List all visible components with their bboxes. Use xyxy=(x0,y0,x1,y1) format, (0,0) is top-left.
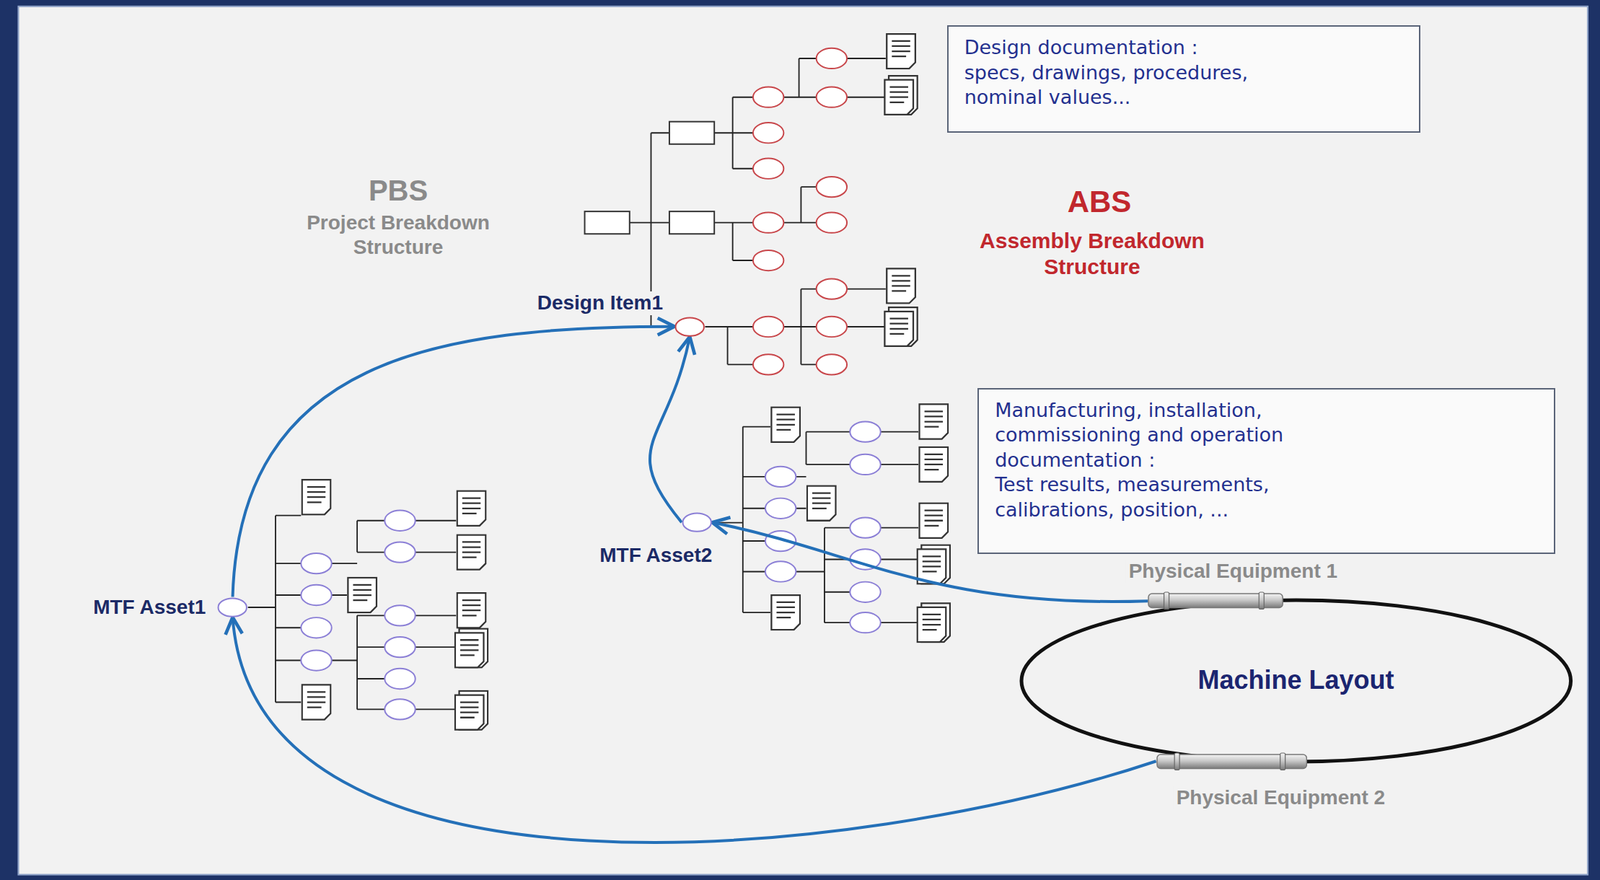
asset1-tree-lines xyxy=(248,515,457,710)
node-circle xyxy=(217,597,248,618)
equipment-symbol xyxy=(1147,591,1284,610)
abs-tree-lines xyxy=(629,58,886,365)
asset2-tree-lines xyxy=(711,427,919,624)
callout-heading: Manufacturing, installation, commissioni… xyxy=(994,398,1338,474)
equipment-flange xyxy=(1174,753,1180,770)
equipment-node: Physical Equipment 2 xyxy=(1156,752,1308,771)
asset-node: MTF Asset2 xyxy=(681,512,712,533)
link-arrow xyxy=(649,336,690,523)
pbs-abbrev: PBS xyxy=(289,173,507,208)
asset1-circles xyxy=(300,510,415,720)
asset2-circles xyxy=(765,422,881,634)
equipment-label: Physical Equipment 1 xyxy=(1126,559,1341,583)
node-label: MTF Asset1 xyxy=(90,595,209,619)
asset2-documents xyxy=(771,403,951,643)
ring-title: Machine Layout xyxy=(1197,665,1394,696)
callout-box: Manufacturing, installation, commissioni… xyxy=(977,388,1556,555)
equipment-flange xyxy=(1164,592,1170,609)
asset1-documents xyxy=(302,479,488,731)
link-arrow xyxy=(233,617,1157,843)
node-circle-outline xyxy=(682,513,711,532)
document-icons xyxy=(884,33,917,347)
node-circle xyxy=(674,316,705,337)
ring-ellipse xyxy=(1021,600,1572,762)
equipment-label: Physical Equipment 2 xyxy=(1173,786,1388,810)
equipment-symbol xyxy=(1156,752,1308,771)
equipment-flange xyxy=(1259,592,1265,609)
abs-title: Assembly Breakdown Structure xyxy=(962,227,1223,280)
node-circle-outline xyxy=(675,317,705,336)
abs-circles xyxy=(753,48,847,376)
design-item-node: Design Item1 xyxy=(674,316,705,337)
equipment-flange xyxy=(1279,753,1285,770)
equipment-node: Physical Equipment 1 xyxy=(1147,591,1284,610)
callout-body: specs, drawings, procedures, nominal val… xyxy=(964,60,1308,111)
pbs-boxes xyxy=(585,121,715,235)
node-circle xyxy=(681,512,712,533)
node-label: MTF Asset2 xyxy=(596,543,715,567)
callout-heading: Design documentation : xyxy=(964,35,1308,61)
node-circle-outline xyxy=(218,598,247,617)
pbs-title: Project Breakdown Structure xyxy=(275,210,521,259)
asset-node: MTF Asset1 xyxy=(217,597,248,618)
machine-ring: Machine Layout xyxy=(1018,597,1575,765)
callout-box: Design documentation :specs, drawings, p… xyxy=(947,25,1421,133)
abs-abbrev: ABS xyxy=(1005,183,1194,221)
node-label: Design Item1 xyxy=(534,291,666,315)
panel xyxy=(18,6,1588,876)
callout-body: Test results, measurements, calibrations… xyxy=(994,472,1338,523)
